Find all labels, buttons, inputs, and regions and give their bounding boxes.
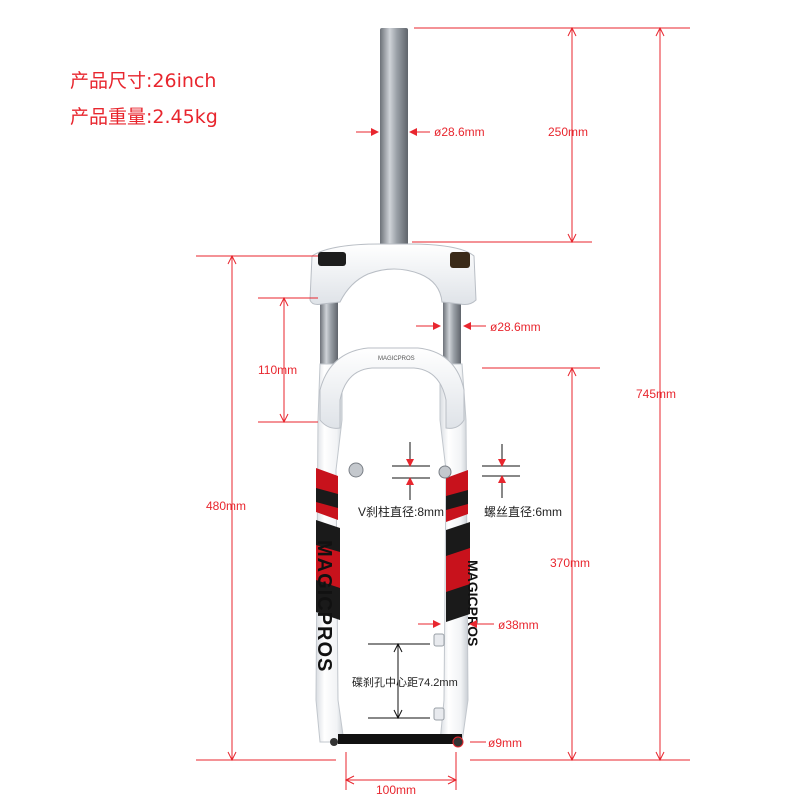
- arch-brand-text: MAGICPROS: [378, 356, 415, 362]
- left-brand-text: MAGICPROS: [313, 540, 335, 672]
- brake-to-dropout-label: 370mm: [550, 556, 590, 570]
- product-weight-spec: 产品重量:2.45kg: [70, 106, 218, 128]
- right-brake-boss: [438, 465, 452, 479]
- left-decal: [316, 468, 340, 620]
- dimension-annotations: [196, 26, 690, 790]
- left-stanchion: [320, 296, 338, 368]
- steerer-tube: [380, 28, 408, 250]
- disc-mount-lower: [433, 707, 445, 721]
- axle: [338, 734, 462, 744]
- thread-diameter-label: 螺丝直径:6mm: [484, 505, 562, 519]
- left-brake-boss: [348, 462, 364, 478]
- axle-to-crown-label: 480mm: [206, 499, 246, 513]
- right-dropout: [452, 736, 464, 748]
- product-size-spec: 产品尺寸:26inch: [70, 70, 217, 92]
- right-decal: [446, 470, 470, 622]
- lower-leg-diameter-label: ø38mm: [498, 618, 539, 632]
- travel-label: 110mm: [258, 363, 297, 377]
- v-brake-post-label: V刹柱直径:8mm: [358, 504, 444, 519]
- right-brand-text: MAGICPROS: [465, 560, 481, 646]
- disc-mount-spacing-label: 碟刹孔中心距74.2mm: [352, 676, 458, 689]
- right-top-cap: [450, 252, 470, 268]
- fork-arch: [319, 347, 465, 429]
- left-dropout: [330, 738, 338, 746]
- fork-illustration: MAGICPROS MAGICPROS MAGICPROS: [309, 28, 481, 748]
- stanchion-diameter-label: ø28.6mm: [490, 320, 541, 334]
- dropout-diameter-label: ø9mm: [488, 736, 522, 750]
- right-stanchion: [443, 296, 461, 368]
- left-top-cap: [318, 252, 346, 266]
- disc-mount-upper: [433, 633, 445, 647]
- fork-crown: [309, 243, 477, 305]
- total-length-label: 745mm: [636, 387, 676, 401]
- hub-spacing-label: 100mm: [376, 783, 416, 797]
- steerer-length-label: 250mm: [548, 125, 588, 139]
- steerer-diameter-label: ø28.6mm: [434, 125, 485, 139]
